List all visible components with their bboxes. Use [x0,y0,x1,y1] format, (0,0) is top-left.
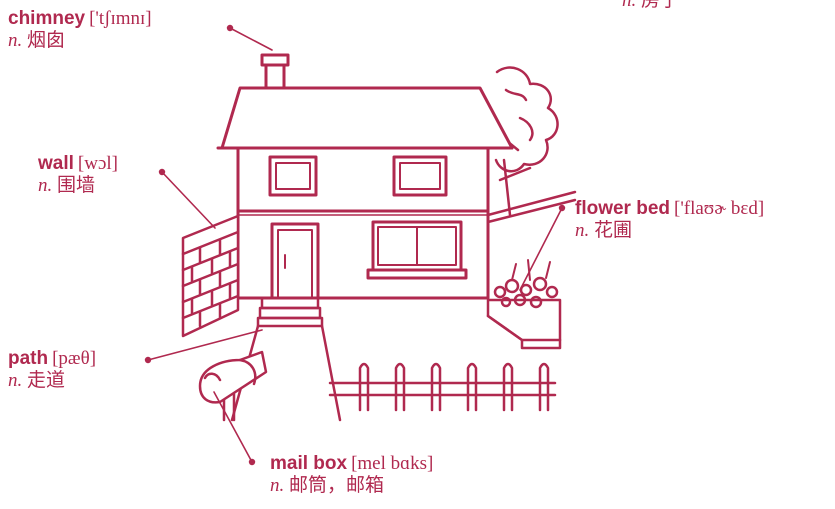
label-path: path [pæθ] n. 走道 [8,348,96,392]
ipa-chimney: ['tʃɪmnɪ] [89,8,152,29]
pos-house: n. [622,0,637,11]
pos-path: n. [8,369,23,391]
lower-window [366,220,468,280]
meaning-wall: 围墙 [57,174,96,196]
label-chimney: chimney ['tʃɪmnɪ] n. 烟囱 [8,8,152,52]
leader-lines [147,27,563,463]
leader-flower-bed [519,207,563,291]
meaning-chimney: 烟囱 [27,29,66,51]
ipa-flower-bed: ['flaʊɚ bɛd] [674,198,765,219]
term-mail-box: mail box [270,453,348,474]
pos-chimney: n. [8,29,23,51]
steps [256,296,324,328]
ipa-wall: [wɔl] [77,153,118,174]
term-flower-bed: flower bed [575,198,671,219]
roof [220,86,514,150]
label-mail-box: mail box [mel bɑks] n. 邮筒，邮箱 [270,453,433,497]
flower-bed-shape [486,259,562,350]
label-wall: wall [wɔl] n. 围墙 [38,153,118,197]
pos-mail-box: n. [270,474,285,496]
leader-chimney [229,27,273,51]
leader-wall [161,171,216,229]
term-chimney: chimney [8,8,86,29]
side-wall-right [486,190,577,224]
meaning-path: 走道 [27,369,66,391]
leader-mail-box [213,391,253,463]
pos-flower-bed: n. [575,219,590,241]
meaning-house: 房子 [641,0,680,11]
pos-wall: n. [38,174,53,196]
ipa-path: [pæθ] [52,348,97,369]
term-wall: wall [38,153,74,174]
ipa-mail-box: [mel bɑks] [351,453,434,474]
meaning-mail-box: 邮筒，邮箱 [289,474,385,496]
meaning-flower-bed: 花圃 [594,219,633,241]
mail-box-shape [198,350,268,422]
picket-fence [328,362,557,412]
term-path: path [8,348,49,369]
chimney-shape [260,53,290,91]
leader-dots [144,24,566,466]
upper-windows [268,155,448,197]
leader-path [147,329,263,361]
label-house: n. 房子 [622,0,679,12]
label-flower-bed: flower bed ['flaʊɚ bɛd] n. 花圃 [575,198,764,242]
brick-wall [181,214,240,338]
